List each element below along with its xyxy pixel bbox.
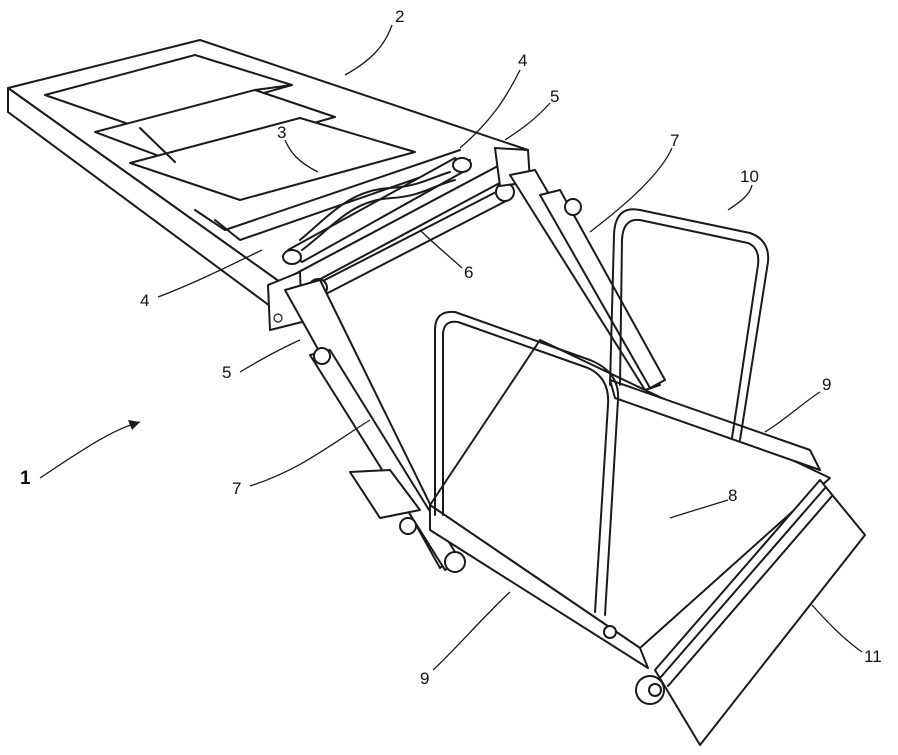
- label-7-top: 7: [670, 131, 679, 150]
- label-7-left: 7: [232, 479, 241, 498]
- label-3: 3: [277, 123, 286, 142]
- label-9-bottom: 9: [420, 669, 429, 688]
- label-5-left: 5: [222, 363, 231, 382]
- label-1: 1: [20, 468, 31, 489]
- end-flap: [603, 479, 866, 746]
- label-11: 11: [864, 647, 882, 666]
- label-4-left: 4: [140, 291, 149, 310]
- platform: [349, 339, 831, 649]
- label-8: 8: [728, 486, 737, 505]
- label-6: 6: [464, 263, 473, 282]
- label-5-top: 5: [550, 87, 559, 106]
- linkage-arms: [284, 169, 666, 573]
- label-4-top: 4: [518, 51, 527, 70]
- reference-labels: 1 2 3 4 4 5 5 6 7 7 8 9: [20, 7, 882, 688]
- label-9-right: 9: [822, 375, 831, 394]
- label-2: 2: [395, 7, 404, 26]
- label-10: 10: [740, 167, 759, 186]
- side-rails: [429, 379, 821, 669]
- actuator-cylinder: [282, 157, 472, 265]
- handrails: [434, 208, 770, 616]
